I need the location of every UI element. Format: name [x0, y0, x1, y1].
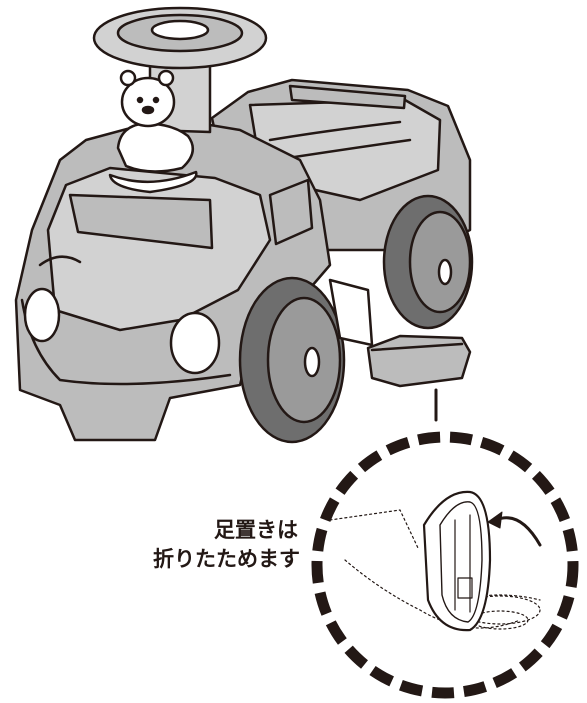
footrest: [328, 278, 472, 388]
caption-line-1: 足置きは: [214, 518, 298, 542]
rear-wheel: [382, 194, 474, 330]
front-wheel: [238, 276, 346, 444]
zoomed-footrest-detail: [329, 490, 542, 632]
car-front-body: [14, 116, 332, 442]
caption-line-2: 折りたためます: [153, 547, 300, 571]
steering-wheel: [92, 6, 268, 134]
bear-figure: [108, 69, 198, 194]
